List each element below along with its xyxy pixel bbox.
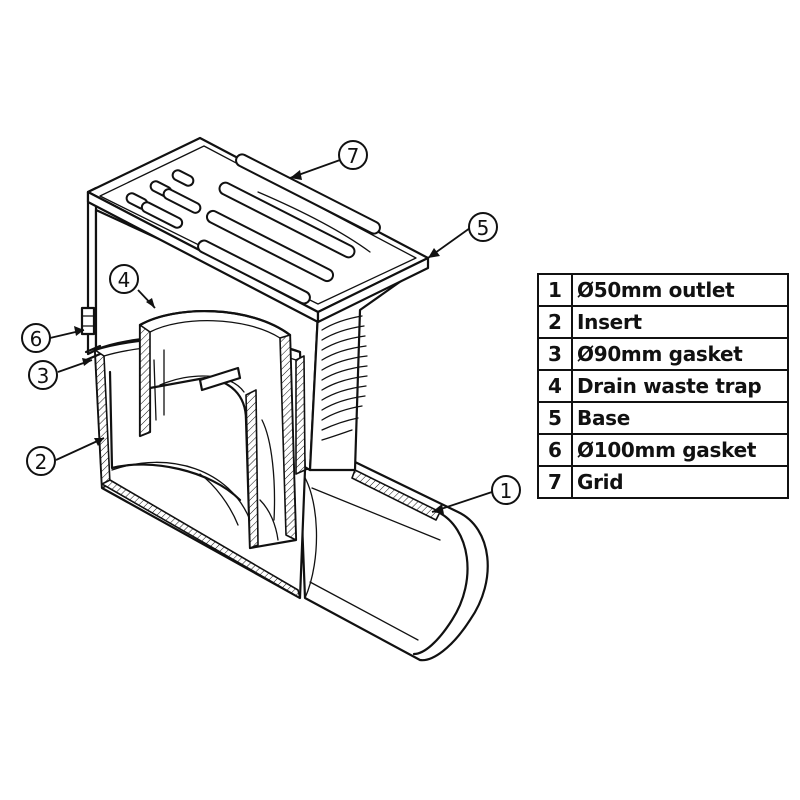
callout-7-number: 7 — [347, 144, 360, 168]
outlet-pipe — [298, 460, 489, 662]
legend-number: 6 — [537, 433, 573, 467]
callout-7: 7 — [338, 140, 368, 170]
trap-corrugations — [321, 315, 368, 441]
legend-number: 4 — [537, 369, 573, 403]
grid — [86, 136, 430, 324]
legend-label: Ø90mm gasket — [571, 337, 789, 371]
legend-label: Insert — [571, 305, 789, 339]
callout-3-number: 3 — [37, 364, 50, 388]
callout-2: 2 — [26, 446, 56, 476]
legend-row: 1 Ø50mm outlet — [537, 273, 789, 307]
grid-slots — [125, 153, 381, 305]
callout-5: 5 — [468, 212, 498, 242]
legend-row: 4 Drain waste trap — [537, 369, 789, 403]
callout-2-number: 2 — [35, 450, 48, 474]
legend-label: Grid — [571, 465, 789, 499]
callout-6: 6 — [21, 323, 51, 353]
legend-number: 2 — [537, 305, 573, 339]
legend-row: 3 Ø90mm gasket — [537, 337, 789, 371]
legend-row: 7 Grid — [537, 465, 789, 499]
drain-waste-trap — [138, 309, 298, 550]
legend-number: 7 — [537, 465, 573, 499]
legend-number: 3 — [537, 337, 573, 371]
callout-4-number: 4 — [118, 268, 131, 292]
legend-number: 5 — [537, 401, 573, 435]
legend-label: Base — [571, 401, 789, 435]
parts-legend-table: 1 Ø50mm outlet 2 Insert 3 Ø90mm gasket 4… — [537, 273, 789, 499]
legend-label: Ø100mm gasket — [571, 433, 789, 467]
legend-row: 5 Base — [537, 401, 789, 435]
legend-label: Drain waste trap — [571, 369, 789, 403]
legend-number: 1 — [537, 273, 573, 307]
callout-6-number: 6 — [30, 327, 43, 351]
gasket-90mm — [84, 344, 102, 362]
callout-1-number: 1 — [500, 479, 513, 503]
callout-1: 1 — [491, 475, 521, 505]
callout-4: 4 — [109, 264, 139, 294]
callout-5-number: 5 — [477, 216, 490, 240]
gasket-100mm — [80, 306, 96, 336]
callout-3: 3 — [28, 360, 58, 390]
legend-row: 2 Insert — [537, 305, 789, 339]
leader-arrowheads — [74, 170, 444, 514]
legend-label: Ø50mm outlet — [571, 273, 789, 307]
legend-row: 6 Ø100mm gasket — [537, 433, 789, 467]
